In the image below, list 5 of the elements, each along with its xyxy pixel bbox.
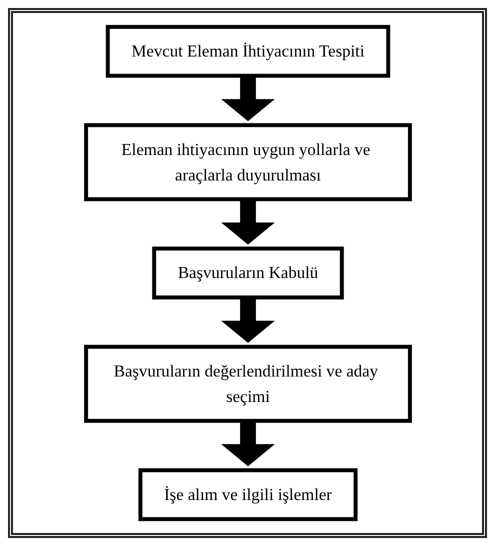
node-box xyxy=(84,344,412,423)
node-box xyxy=(105,24,390,78)
node-box xyxy=(152,246,344,300)
node-box xyxy=(84,123,412,202)
node-box xyxy=(138,468,358,522)
